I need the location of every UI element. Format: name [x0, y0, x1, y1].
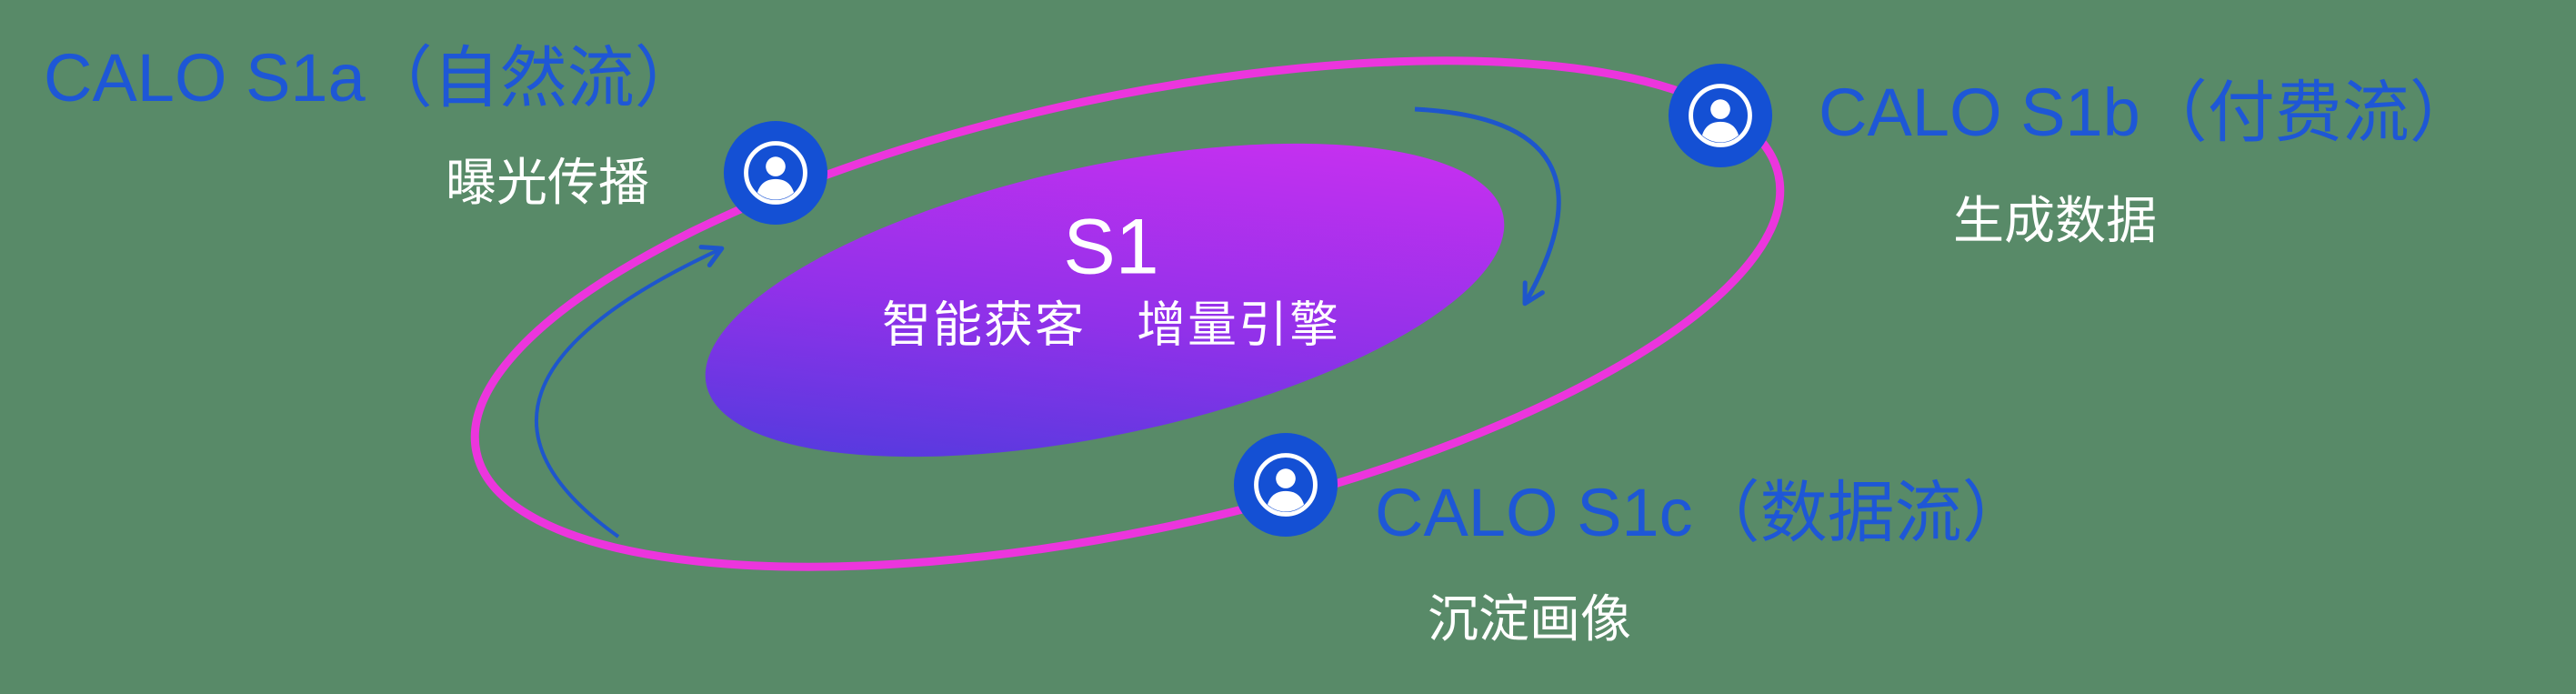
orbit-node-s1c — [1232, 431, 1339, 538]
core-ellipse — [705, 143, 1505, 458]
core-title: S1 — [1063, 203, 1159, 291]
label-s1b-title: CALO S1b（付费流） — [1819, 75, 2477, 150]
label-s1a-title: CALO S1a（自然流） — [44, 40, 702, 116]
orbit-node-s1b — [1667, 62, 1774, 169]
orbit-node-s1a — [722, 119, 829, 226]
label-s1c-subtitle: 沉淀画像 — [1428, 590, 1631, 648]
label-s1c-title: CALO S1c（数据流） — [1375, 475, 2030, 550]
person-in-circle-icon — [1668, 63, 1773, 168]
core-subtitle: 智能获客 增量引擎 — [882, 297, 1340, 353]
person-in-circle-icon — [723, 120, 828, 226]
label-s1b-subtitle: 生成数据 — [1953, 192, 2157, 249]
orbit-ring — [470, 56, 1785, 571]
arrow-left — [535, 245, 725, 538]
arrow-right — [1414, 106, 1561, 307]
label-s1a-subtitle: 曝光传播 — [446, 154, 649, 211]
core-label-group: S1 智能获客 增量引擎 — [882, 207, 1340, 352]
person-in-circle-icon — [1233, 432, 1338, 538]
